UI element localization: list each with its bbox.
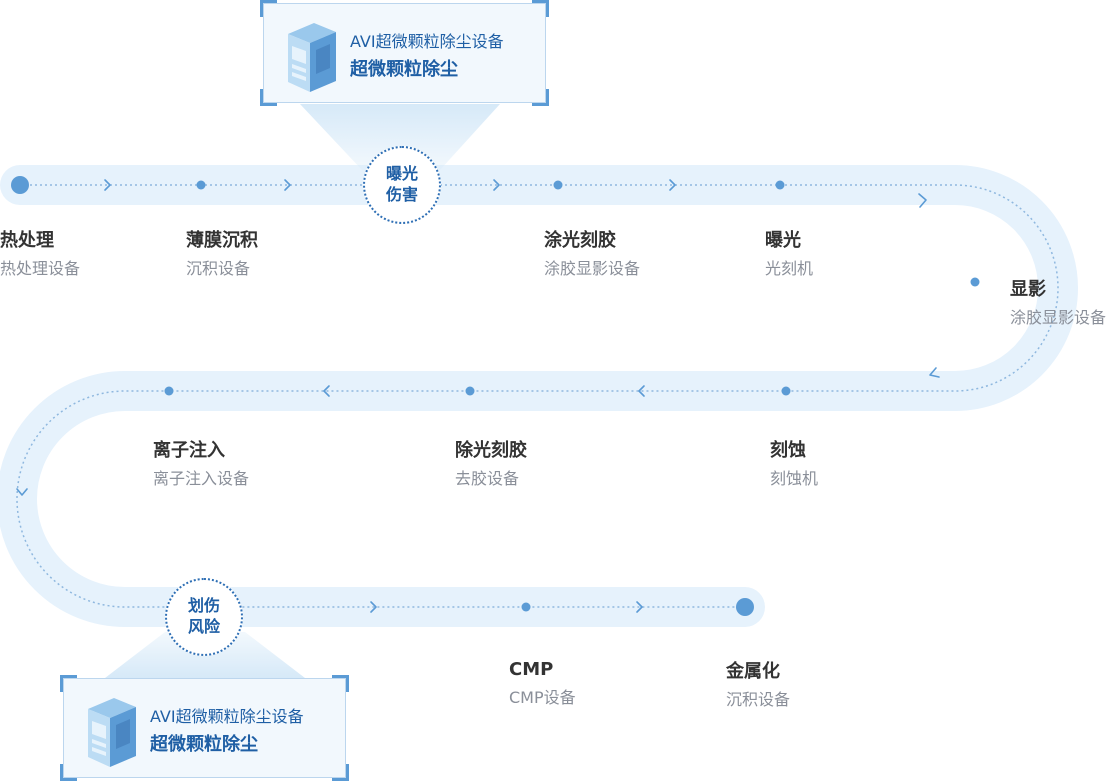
step-development: 显影 涂胶显影设备 <box>1010 279 1106 328</box>
top-card-beam <box>300 104 500 170</box>
flow-node <box>196 180 206 190</box>
flow-node <box>970 277 980 287</box>
flow-node <box>521 602 531 612</box>
step-title: 除光刻胶 <box>455 440 527 461</box>
equipment-function: 超微颗粒除尘 <box>350 59 458 80</box>
chevron-down-left-icon <box>929 367 940 378</box>
equipment-card-bottom[interactable]: AVI超微颗粒除尘设备 超微颗粒除尘 <box>60 675 349 781</box>
step-title: 离子注入 <box>153 440 225 461</box>
card-corner <box>532 0 549 17</box>
step-equipment: 涂胶显影设备 <box>1010 307 1107 327</box>
step-title: 金属化 <box>726 661 780 682</box>
risk-line: 伤害 <box>385 185 418 204</box>
step-title: 显影 <box>1010 279 1046 300</box>
step-photoresist-coating: 涂光刻胶 涂胶显影设备 <box>544 230 640 279</box>
step-equipment: 沉积设备 <box>186 258 251 278</box>
step-exposure: 曝光 光刻机 <box>765 230 813 279</box>
flow-node <box>775 180 785 190</box>
chevron-left-icon <box>638 385 645 397</box>
step-etching: 刻蚀 刻蚀机 <box>770 440 818 489</box>
card-corner <box>532 89 549 106</box>
risk-bubble-scratch-risk[interactable]: 划伤 风险 <box>165 578 243 656</box>
card-corner <box>60 675 77 692</box>
step-cmp: CMP CMP设备 <box>509 659 576 708</box>
card-corner <box>60 764 77 781</box>
step-title: 刻蚀 <box>770 440 806 461</box>
chevron-down-icon <box>16 488 28 496</box>
step-equipment: 涂胶显影设备 <box>544 258 641 278</box>
equipment-name: AVI超微颗粒除尘设备 <box>350 32 504 51</box>
dust-removal-machine-icon <box>288 23 336 92</box>
step-metallization: 金属化 沉积设备 <box>726 661 790 710</box>
step-thin-film-deposition: 薄膜沉积 沉积设备 <box>186 230 258 279</box>
step-title: 薄膜沉积 <box>186 230 258 251</box>
step-equipment: 离子注入设备 <box>153 468 250 488</box>
step-equipment: CMP设备 <box>509 687 576 707</box>
equipment-name: AVI超微颗粒除尘设备 <box>150 707 304 726</box>
chevron-right-icon <box>284 179 291 191</box>
card-corner <box>260 89 277 106</box>
step-title: CMP <box>509 659 554 680</box>
step-equipment: 去胶设备 <box>455 468 520 488</box>
flow-node <box>781 386 791 396</box>
step-title: 涂光刻胶 <box>544 230 616 251</box>
flow-node <box>553 180 563 190</box>
card-corner <box>332 764 349 781</box>
risk-line: 划伤 <box>187 596 220 616</box>
chevron-right-icon <box>370 601 377 613</box>
track-band <box>0 165 1078 627</box>
step-heat-treatment: 热处理 热处理设备 <box>0 230 80 279</box>
step-title: 曝光 <box>765 230 801 251</box>
equipment-function: 超微颗粒除尘 <box>150 734 258 755</box>
equipment-card-top[interactable]: AVI超微颗粒除尘设备 超微颗粒除尘 <box>260 0 549 106</box>
risk-line: 风险 <box>187 617 220 636</box>
card-corner <box>260 0 277 17</box>
risk-bubble-exposure-damage[interactable]: 曝光 伤害 <box>363 146 441 224</box>
step-equipment: 刻蚀机 <box>770 468 819 488</box>
flow-start-node <box>11 176 29 194</box>
chevron-right-icon <box>636 601 643 613</box>
chevron-left-icon <box>323 385 330 397</box>
chevron-right-icon <box>493 179 500 191</box>
chevron-right-icon <box>104 179 111 191</box>
dust-removal-machine-icon <box>88 698 136 767</box>
flow-end-node <box>736 598 754 616</box>
chevron-down-right-icon <box>918 193 927 208</box>
step-equipment: 沉积设备 <box>726 689 791 709</box>
flow-node <box>465 386 475 396</box>
step-equipment: 光刻机 <box>765 258 814 278</box>
chevron-right-icon <box>669 179 676 191</box>
flow-node <box>164 386 174 396</box>
risk-line: 曝光 <box>385 164 418 184</box>
step-ion-implantation: 离子注入 离子注入设备 <box>153 440 249 489</box>
card-corner <box>332 675 349 692</box>
step-title: 热处理 <box>0 230 54 251</box>
step-photoresist-removal: 除光刻胶 去胶设备 <box>455 440 527 489</box>
step-equipment: 热处理设备 <box>0 258 81 278</box>
